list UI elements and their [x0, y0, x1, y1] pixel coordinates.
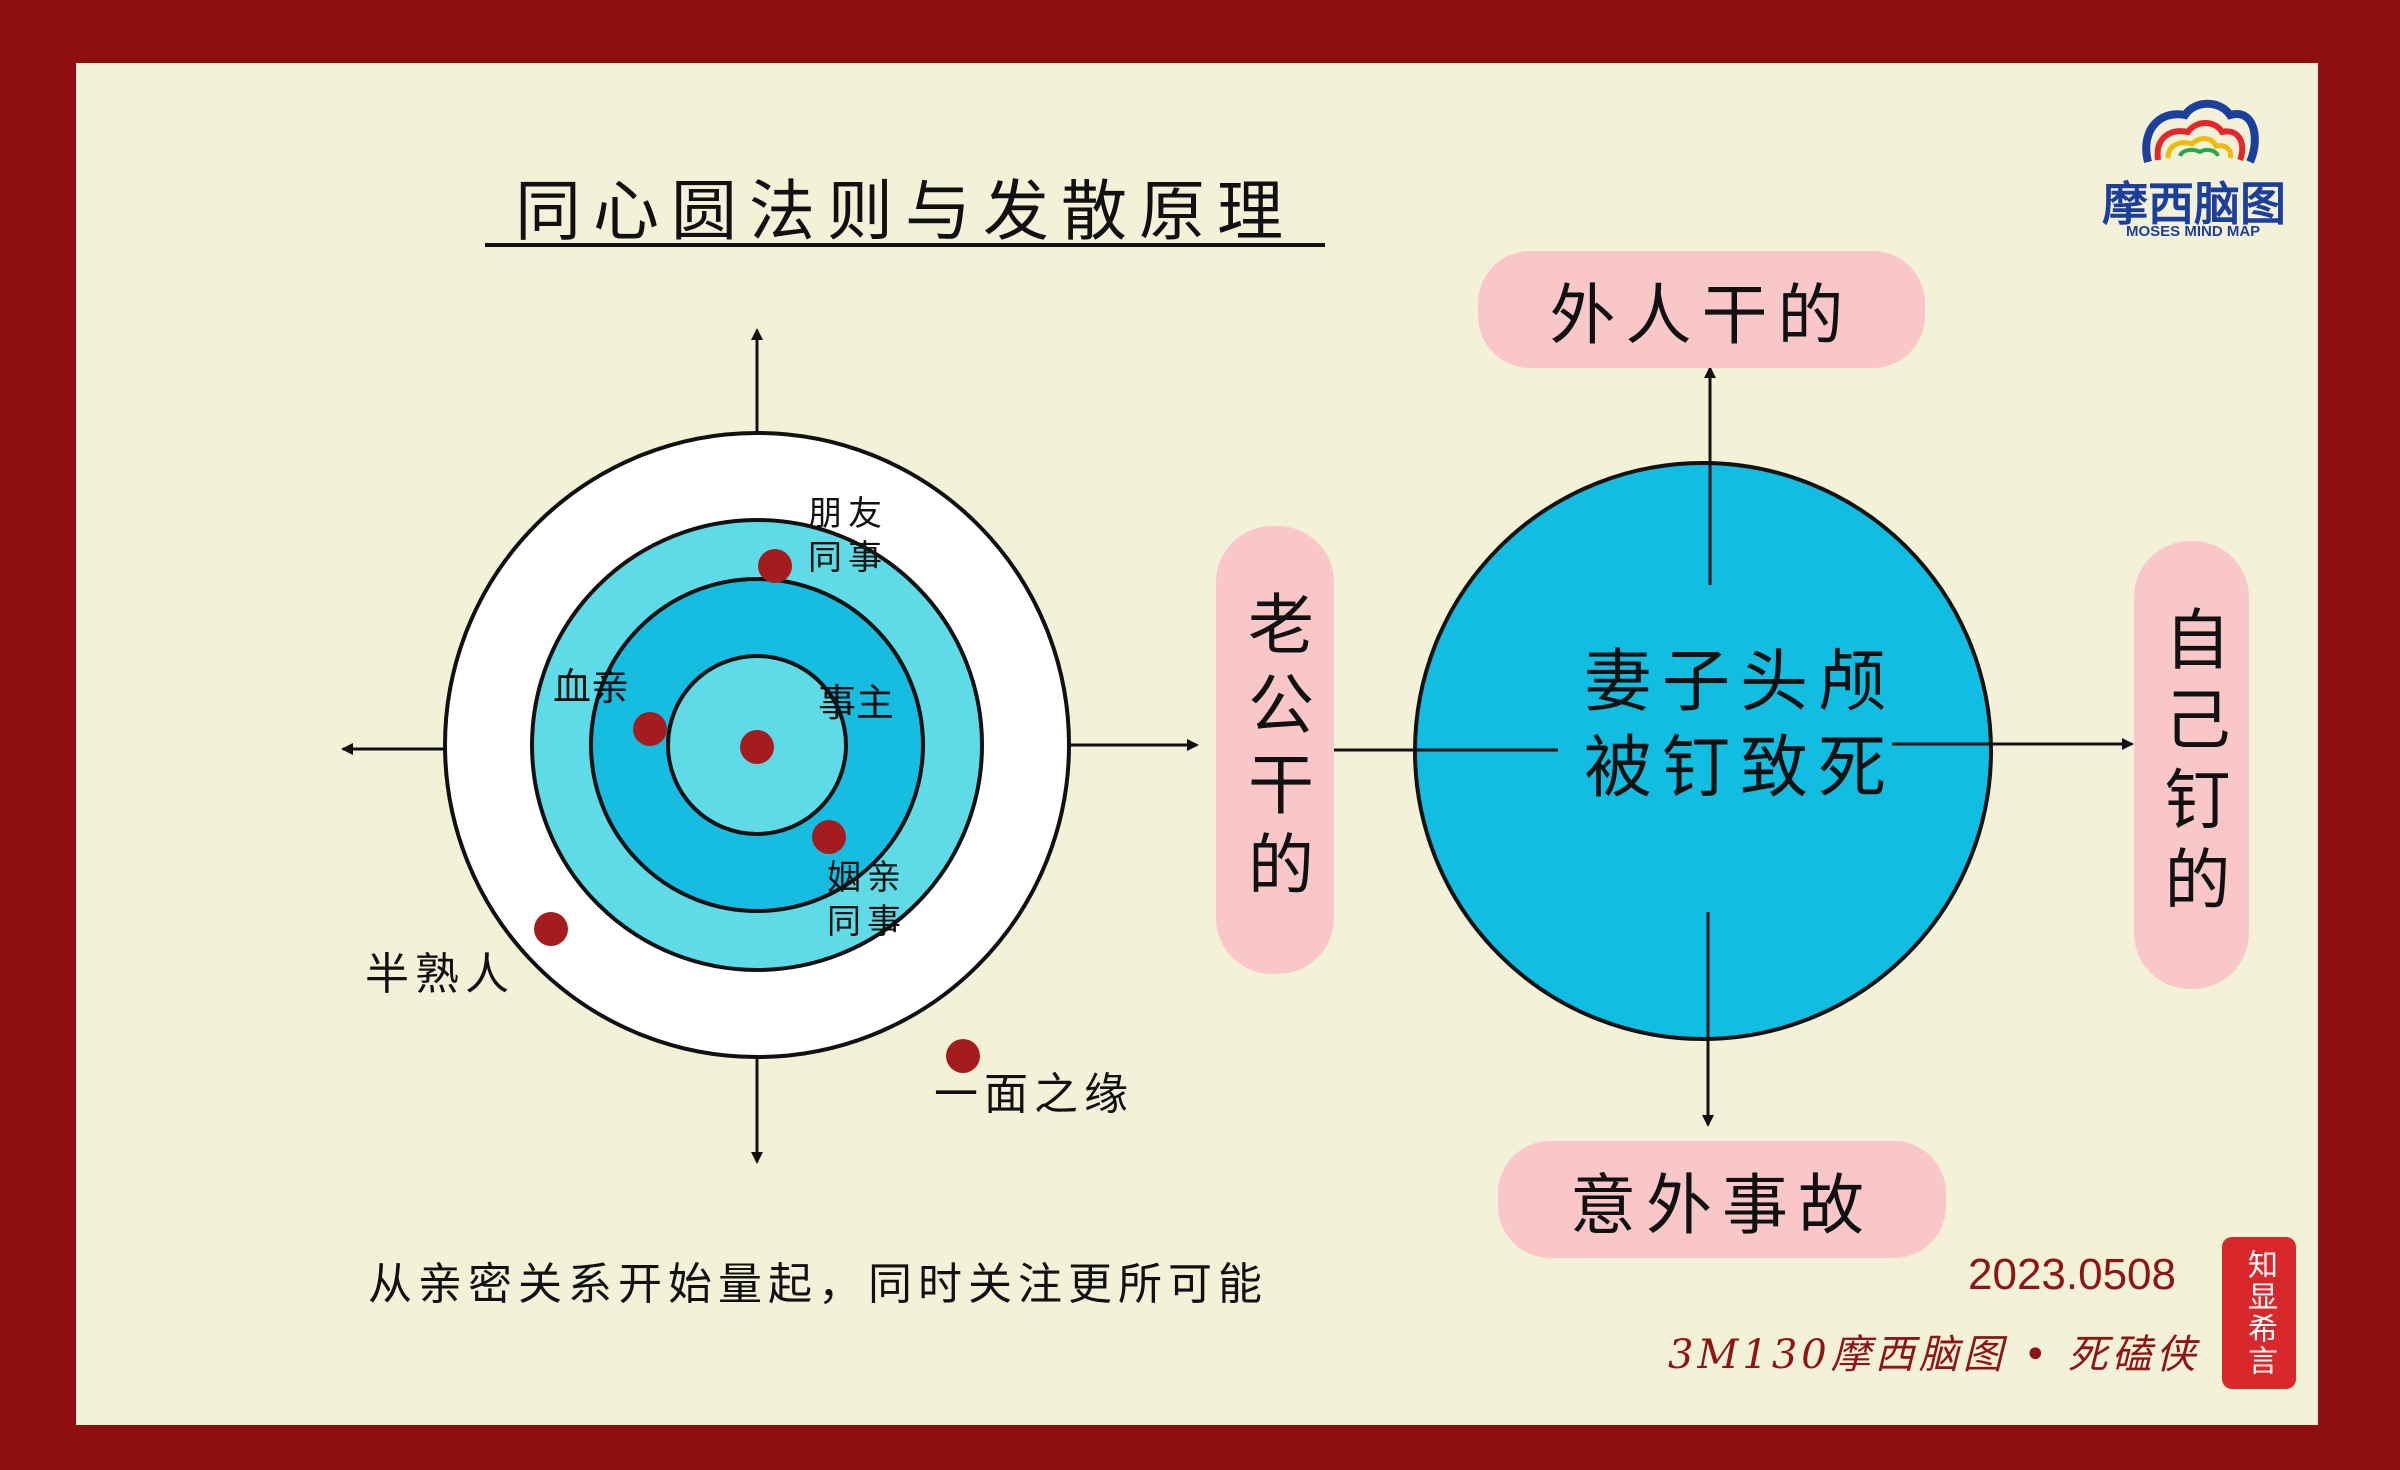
pill-left: 老公干的: [1216, 526, 1334, 974]
center-line-1: 妻子头颅: [1583, 643, 1896, 722]
dot-stranger: [946, 1039, 980, 1073]
label-friends-1: 朋友: [808, 494, 888, 534]
dot-friends: [758, 549, 792, 583]
label-acquaintance: 半熟人: [365, 949, 515, 1000]
pill-bottom: 意外事故: [1498, 1141, 1946, 1258]
caption: 从亲密关系开始量起，同时关注更所可能: [368, 1259, 1268, 1310]
label-friends-2: 同事: [808, 538, 888, 578]
logo-brain-icon: [2142, 99, 2259, 164]
dot-inlaws: [812, 820, 846, 854]
logo-subtitle: MOSES MIND MAP: [2126, 223, 2261, 240]
label-stranger: 一面之缘: [934, 1069, 1134, 1120]
dot-blood: [633, 712, 667, 746]
title-underline: [485, 243, 1325, 247]
logo-name: 摩西脑图: [2102, 178, 2286, 230]
label-inlaws-1: 姻亲: [827, 858, 907, 898]
seal-stamp: 知显希言: [2222, 1237, 2296, 1389]
center-line-2: 被钉致死: [1583, 729, 1896, 808]
cause-diagram: [1334, 366, 2134, 1127]
dot-acquaintance: [534, 912, 568, 946]
dot-core: [740, 730, 774, 764]
pill-right: 自己钉的: [2134, 541, 2249, 989]
page-title: 同心圆法则与发散原理: [515, 173, 1295, 250]
center-text: 妻子头颅 被钉致死: [1540, 640, 1940, 812]
signature: 3M130摩西脑图 • 死磕侠: [1668, 1332, 2200, 1378]
concentric-circles: [341, 328, 1199, 1164]
label-core: 事主: [818, 681, 895, 725]
label-blood: 血亲: [553, 665, 630, 709]
label-inlaws-2: 同事: [827, 902, 907, 942]
pill-top: 外人干的: [1478, 251, 1925, 368]
date: 2023.0508: [1968, 1250, 2176, 1299]
